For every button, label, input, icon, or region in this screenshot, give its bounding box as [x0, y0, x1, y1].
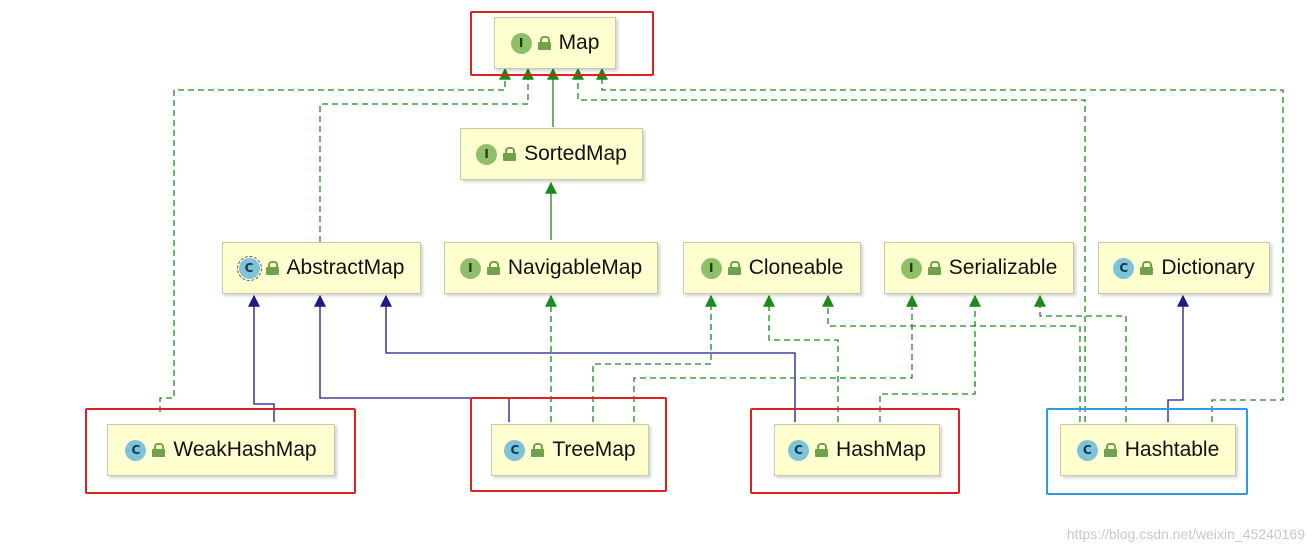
node-map[interactable]: I Map: [494, 17, 616, 69]
node-label: Hashtable: [1124, 438, 1220, 461]
highlight-frame-treemap: [470, 397, 667, 492]
lock-icon: [815, 443, 829, 457]
node-label: Cloneable: [748, 256, 844, 279]
lock-icon: [1140, 261, 1154, 275]
interface-icon: I: [700, 257, 722, 279]
node-dictionary[interactable]: C Dictionary: [1098, 242, 1270, 294]
edge-weakhashmap-map: [159, 67, 511, 412]
node-label: SortedMap: [524, 142, 627, 165]
node-weakhashmap[interactable]: C WeakHashMap: [107, 424, 335, 476]
node-cloneable[interactable]: I Cloneable: [683, 242, 861, 294]
node-label: Serializable: [948, 256, 1058, 279]
node-hashtable[interactable]: C Hashtable: [1060, 424, 1236, 476]
edge-treemap-abstractmap: [314, 294, 510, 422]
edge-weakhashmap-abstractmap: [248, 294, 275, 422]
edge-hashmap-serializable: [879, 294, 981, 422]
lock-icon: [265, 261, 279, 275]
highlight-frame-map: [470, 11, 654, 76]
edge-treemap-cloneable: [592, 294, 717, 422]
class-icon: C: [788, 439, 810, 461]
edge-hashmap-map: [572, 67, 1086, 422]
interface-icon: I: [510, 32, 532, 54]
lock-icon: [727, 261, 741, 275]
class-icon: C: [125, 439, 147, 461]
lock-icon: [152, 443, 166, 457]
edge-hashmap-abstractmap: [380, 294, 796, 422]
interface-icon: I: [900, 257, 922, 279]
node-label: AbstractMap: [286, 256, 405, 279]
node-label: WeakHashMap: [173, 438, 317, 461]
edge-hashtable-dictionary: [1167, 294, 1189, 422]
node-hashmap[interactable]: C HashMap: [774, 424, 940, 476]
node-abstractmap[interactable]: C AbstractMap: [222, 242, 421, 294]
node-label: Map: [558, 31, 600, 54]
lock-icon: [531, 443, 545, 457]
lock-icon: [927, 261, 941, 275]
node-label: TreeMap: [552, 438, 636, 461]
edge-hashtable-cloneable: [822, 294, 1081, 422]
lock-icon: [503, 147, 517, 161]
edge-abstractmap-map: [319, 67, 534, 242]
class-icon: C: [1113, 257, 1135, 279]
lock-icon: [537, 36, 551, 50]
node-label: NavigableMap: [507, 256, 643, 279]
node-label: HashMap: [836, 438, 926, 461]
abstract-class-icon: C: [236, 255, 262, 281]
class-icon: C: [1076, 439, 1098, 461]
highlight-frame-weakhashmap: [85, 408, 356, 494]
node-sortedmap[interactable]: I SortedMap: [460, 128, 643, 180]
node-navigablemap[interactable]: I NavigableMap: [444, 242, 658, 294]
edge-hashmap-cloneable: [763, 294, 839, 422]
node-serializable[interactable]: I Serializable: [884, 242, 1074, 294]
highlight-frame-hashtable: [1046, 408, 1248, 495]
lock-icon: [486, 261, 500, 275]
edge-treemap-serializable: [633, 294, 918, 422]
interface-icon: I: [459, 257, 481, 279]
highlight-frame-hashmap: [750, 408, 960, 494]
class-icon: C: [504, 439, 526, 461]
interface-icon: I: [476, 143, 498, 165]
node-treemap[interactable]: C TreeMap: [491, 424, 649, 476]
edge-hashtable-serializable: [1034, 294, 1127, 422]
watermark: https://blog.csdn.net/weixin_45240169: [1066, 526, 1305, 542]
lock-icon: [1103, 443, 1117, 457]
node-label: Dictionary: [1161, 256, 1255, 279]
